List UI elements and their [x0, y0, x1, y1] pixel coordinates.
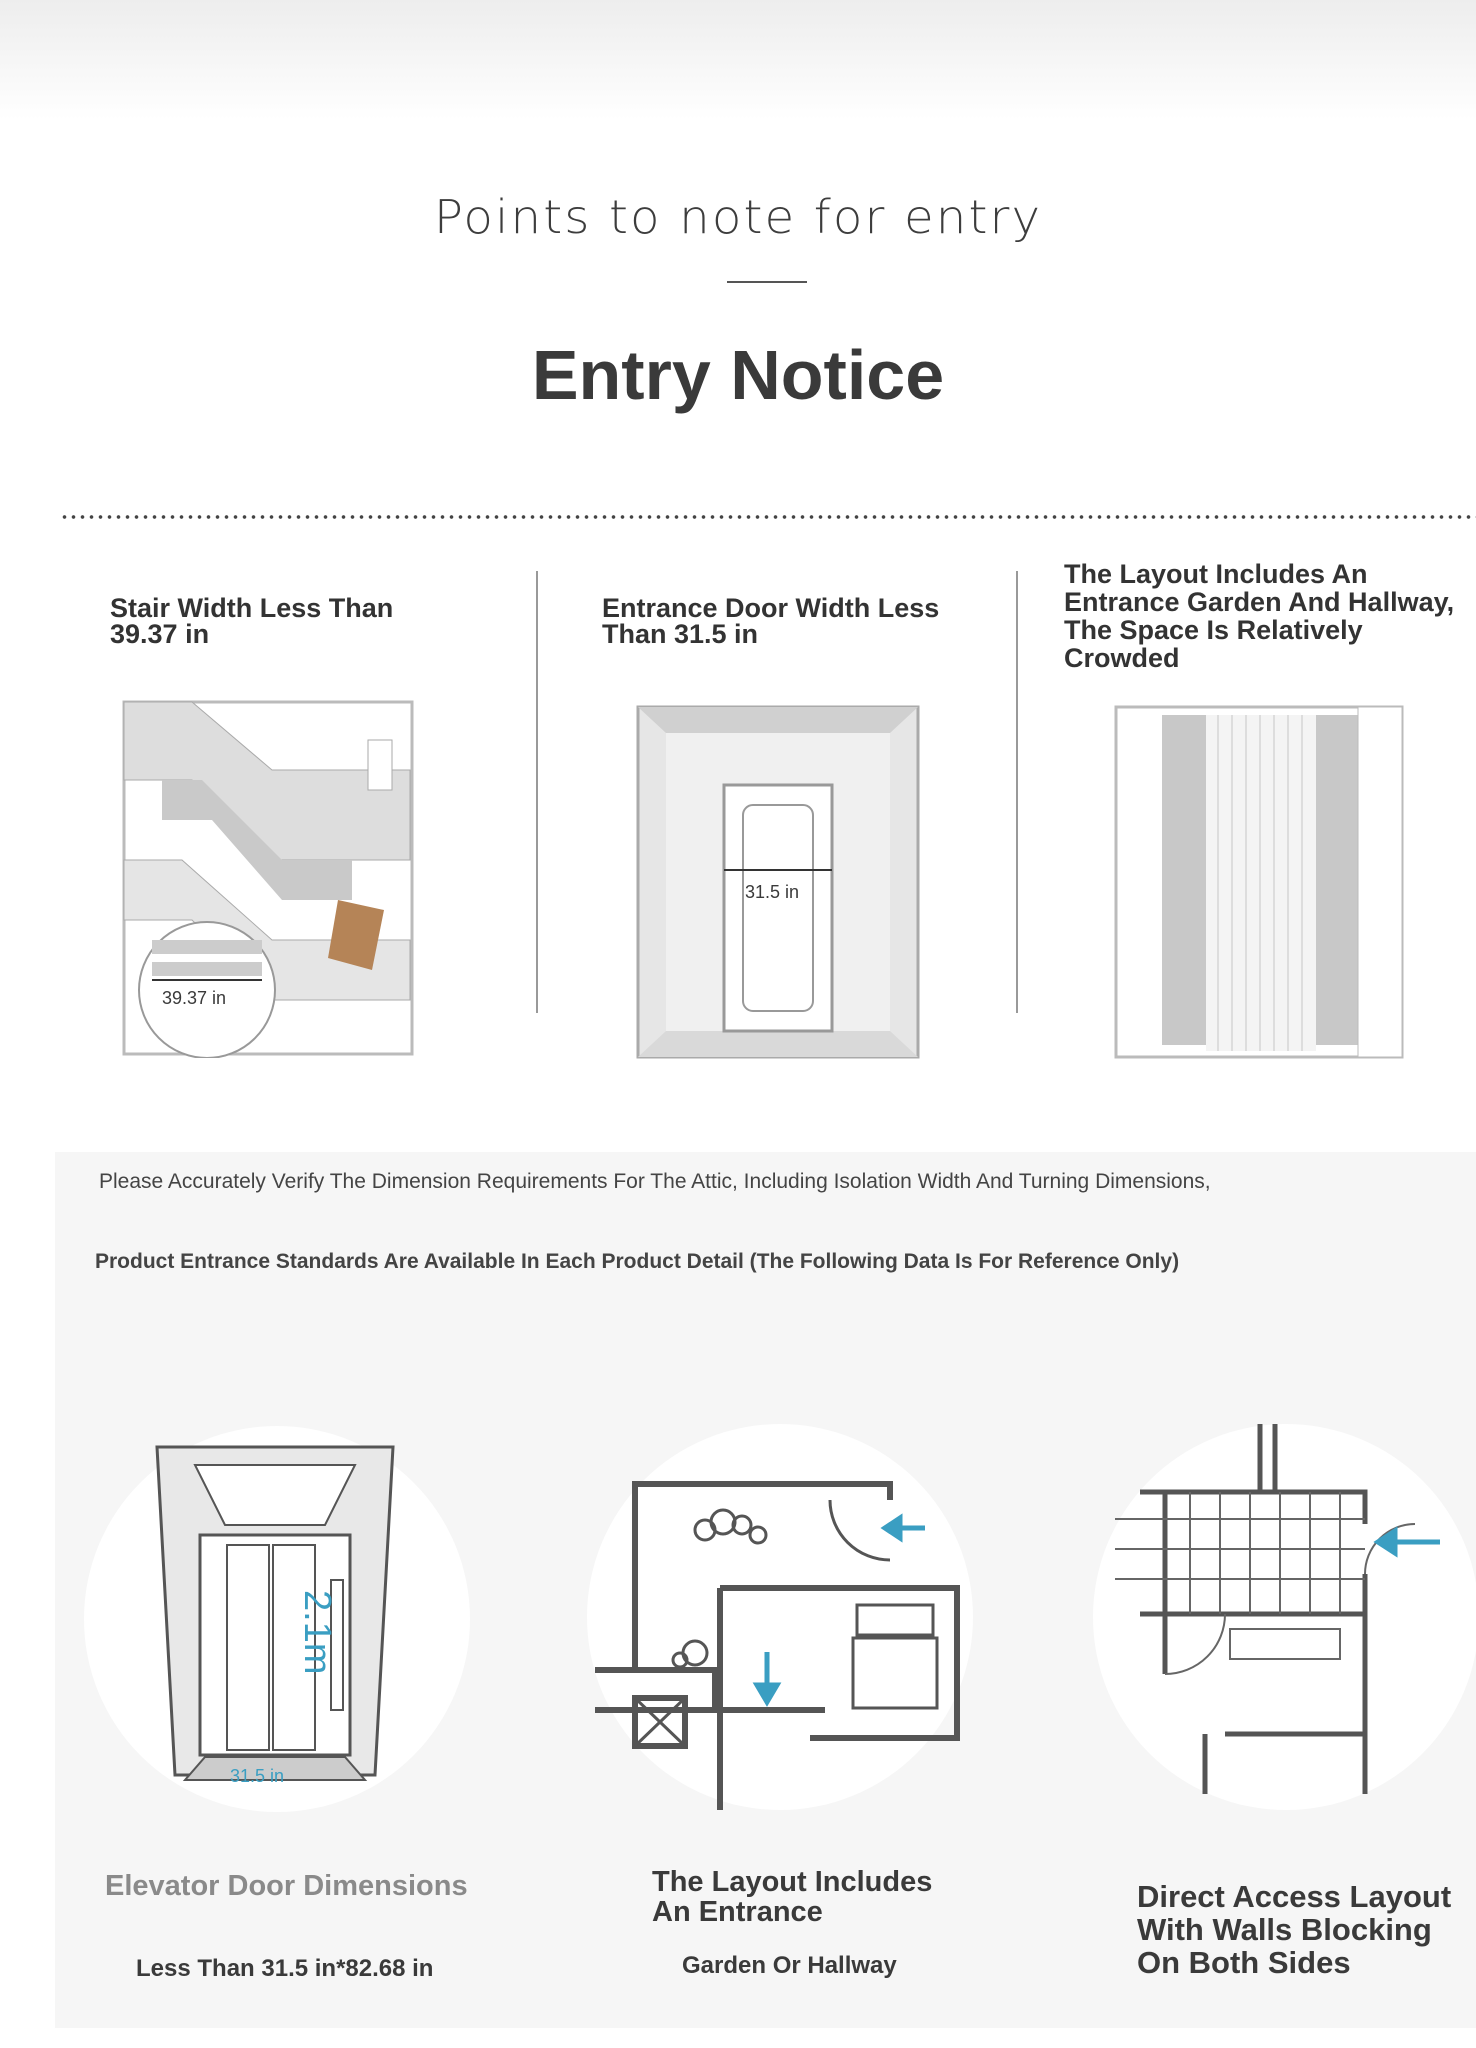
- elevator-width-label: 31.5 in: [230, 1766, 285, 1786]
- stair-dimension-label: 39.37 in: [160, 988, 229, 1009]
- section-subtitle: Points to note for entry: [433, 190, 1043, 244]
- door-diagram-icon: [636, 705, 920, 1059]
- dotted-divider: [60, 514, 1476, 520]
- page-title: Entry Notice: [531, 336, 945, 414]
- door-dimension-label: 31.5 in: [745, 882, 800, 902]
- hallway-curtain-diagram-icon: [1114, 705, 1404, 1059]
- elevator-caption: Elevator Door Dimensions: [105, 1870, 468, 1902]
- floorplan-garden-diagram-icon: [595, 1481, 960, 1810]
- column-divider: [1016, 571, 1018, 1013]
- title-divider: [727, 281, 807, 283]
- elevator-caption-detail: Less Than 31.5 in*82.68 in: [136, 1955, 434, 1982]
- direct-access-caption: Direct Access Layout With Walls Blocking…: [1137, 1879, 1452, 1980]
- note-line-1: Please Accurately Verify The Dimension R…: [99, 1170, 1211, 1193]
- direct-access-circle: [1093, 1424, 1476, 1810]
- floorplan-direct-diagram-icon: [1115, 1424, 1440, 1794]
- garden-caption: The Layout Includes An Entrance: [652, 1866, 933, 1928]
- column-heading-door: Entrance Door Width Less Than 31.5 in: [602, 593, 940, 649]
- column-divider: [536, 571, 538, 1013]
- garden-caption-detail: Garden Or Hallway: [682, 1952, 897, 1979]
- note-line-2: Product Entrance Standards Are Available…: [95, 1250, 1180, 1273]
- column-heading-hallway: The Layout Includes An Entrance Garden A…: [1064, 559, 1455, 673]
- elevator-height-label: 2.1m: [296, 1590, 338, 1675]
- column-heading-stairs: Stair Width Less Than 39.37 in: [110, 593, 394, 649]
- top-fade: [0, 0, 1476, 120]
- elevator-diagram-icon: [155, 1445, 395, 1781]
